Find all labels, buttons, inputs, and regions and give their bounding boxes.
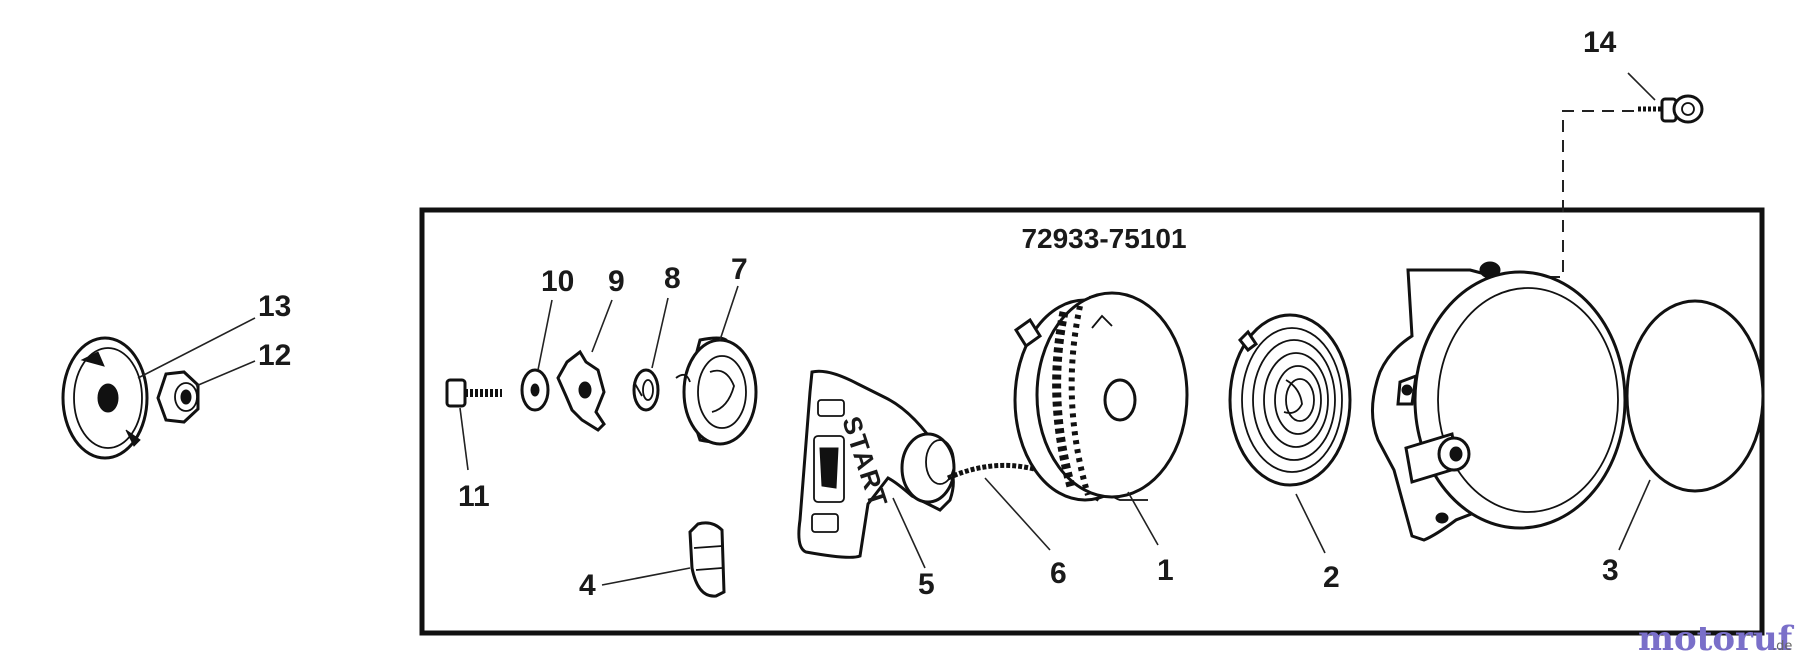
leader-5 [892,497,926,569]
callout-4: 4 [579,569,596,602]
callout-7: 7 [731,253,748,286]
part-12-nut [156,370,200,424]
callout-1: 1 [1157,554,1174,587]
callout-11: 11 [458,480,490,513]
part-13-pulley-hub [61,336,149,460]
callout-12: 12 [258,339,291,372]
part-3-housing [1370,261,1627,542]
part-2-recoil-spring [1228,313,1352,487]
assembly-number: 72933-75101 [1021,223,1186,254]
callout-5: 5 [918,568,935,601]
part-7-reel [675,336,758,446]
leader-8 [651,297,669,369]
watermark-logo: motoruf .de [1638,619,1795,659]
part-11-bolt [445,378,502,408]
part-10-washer [520,368,550,412]
part-9-pawl [556,349,606,432]
callout-14: 14 [1583,26,1617,59]
callout-8: 8 [664,262,681,295]
leader-12 [195,360,256,387]
leader-6 [984,477,1051,551]
leader-14 [1627,72,1656,101]
leader-3 [1618,479,1651,551]
leader-11 [459,407,469,471]
part-14-screw [1638,94,1704,124]
leader-13 [137,317,256,379]
callout-13: 13 [258,290,291,323]
leader-9 [591,299,613,353]
part-4-insert [688,521,726,598]
leader-4 [601,567,691,586]
dashed-connector [1488,110,1640,278]
part-1-pulley [1013,291,1189,502]
leader-10 [537,299,553,371]
svg-text:motoruf: motoruf [1638,619,1795,659]
svg-text:.de: .de [1772,639,1792,654]
callout-6: 6 [1050,557,1067,590]
part-8-spring-clip [632,368,660,412]
leader-1 [1127,491,1159,546]
leader-7 [719,285,739,341]
leader-2 [1295,493,1326,554]
callout-2: 2 [1323,561,1340,594]
callout-9: 9 [608,265,625,298]
part-5-handle: START [797,369,956,559]
part-3-cover-plate [1625,299,1765,493]
callout-10: 10 [541,265,574,298]
callout-3: 3 [1602,554,1619,587]
